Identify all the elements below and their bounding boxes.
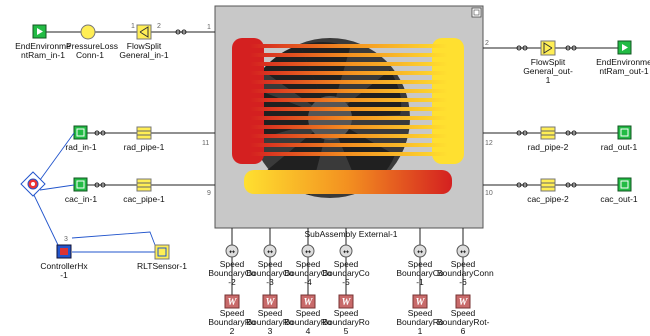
port-12-label: 12	[485, 140, 493, 147]
speed-boundary-conn-label: Speed BoundaryCo -3	[246, 259, 294, 287]
rot-symbol-icon: W	[266, 297, 276, 308]
speed-boundary-rot-label: Speed BoundaryRo 2	[208, 308, 256, 336]
flow-markers	[94, 29, 577, 188]
speed-boundary-conn-label: Speed BoundaryCo -4	[284, 259, 332, 287]
speed-boundary-rot-label: Speed BoundaryRot- 6	[437, 308, 490, 336]
speed-boundary-conn[interactable]: ↔	[225, 244, 239, 258]
flowsplit-out-label: FlowSplit General_out- 1	[523, 57, 573, 85]
radiator-tube	[250, 71, 448, 75]
speed-boundary-rot[interactable]: W	[455, 294, 471, 309]
rad-pipe-1-label: rad_pipe-1	[123, 142, 165, 152]
rlt-sensor[interactable]	[154, 244, 170, 260]
rlt-sensor-label: RLTSensor-1	[137, 261, 187, 271]
radiator-tube	[250, 143, 448, 147]
radiator-core	[232, 38, 464, 164]
speed-boundary-rot[interactable]: W	[338, 294, 354, 309]
radiator-tube	[250, 107, 448, 111]
radiator-tube	[250, 125, 448, 129]
signal-junction-icon[interactable]	[20, 171, 46, 197]
signal-lines	[32, 132, 156, 253]
speed-symbol-icon: ↔	[460, 248, 466, 256]
end-environment-in-label: EndEnvironme ntRam_in-1	[15, 41, 71, 60]
end-environment-in[interactable]	[32, 24, 47, 39]
port-9-label: 9	[207, 190, 211, 197]
cac-in-label: cac_in-1	[64, 194, 98, 204]
speed-boundary-conn-label: Speed BoundaryConn -6	[437, 259, 494, 287]
radiator-tube	[250, 152, 448, 156]
cac-pipe-1-label: cac_pipe-1	[123, 194, 165, 204]
controller-hx-label: ControllerHx -1	[40, 261, 88, 280]
rot-symbol-icon: W	[304, 297, 314, 308]
pressure-loss-label: PressureLoss Conn-1	[66, 41, 118, 60]
cac-out-label: cac_out-1	[600, 194, 638, 204]
speed-symbol-icon: ↔	[305, 248, 311, 256]
rot-symbol-icon: W	[228, 297, 238, 308]
speed-symbol-icon: ↔	[229, 248, 235, 256]
speed-boundary-rot[interactable]: W	[412, 294, 428, 309]
rad-pipe-2-label: rad_pipe-2	[527, 142, 569, 152]
speed-boundary-rot-label: Speed BoundaryRo 3	[246, 308, 294, 336]
port-2-label: 2	[485, 40, 489, 47]
port-10-label: 10	[485, 190, 493, 197]
speed-boundary-conn[interactable]: ↔	[263, 244, 277, 258]
rot-symbol-icon: W	[416, 297, 426, 308]
rad-in-label: rad_in-1	[65, 142, 97, 152]
end-environment-out[interactable]	[617, 40, 632, 55]
radiator-tube	[250, 98, 448, 102]
cac-pipe-2-label: cac_pipe-2	[527, 194, 569, 204]
rad-out-label: rad_out-1	[600, 142, 638, 152]
cac-core	[244, 170, 452, 194]
port-1-label: 1	[207, 24, 211, 31]
flowsplit-in-label: FlowSplit General_in-1	[119, 41, 169, 60]
speed-boundary-conn[interactable]: ↔	[301, 244, 315, 258]
speed-boundary-rot[interactable]: W	[262, 294, 278, 309]
subassembly-label: SubAssembly External-1	[304, 229, 398, 239]
pin-2-label: 2	[157, 23, 161, 30]
speed-boundary-rot-label: Speed BoundaryRo 5	[322, 308, 370, 336]
rad-in[interactable]	[73, 125, 88, 140]
cac-in[interactable]	[73, 177, 88, 192]
speed-boundary-conn-label: Speed BoundaryCo -2	[208, 259, 256, 287]
rad-out[interactable]	[617, 125, 632, 140]
speed-symbol-icon: ↔	[343, 248, 349, 256]
cac-out[interactable]	[617, 177, 632, 192]
end-environment-out-label: EndEnvironme ntRam_out-1	[596, 57, 650, 76]
radiator-tube	[250, 134, 448, 138]
cac-pipe-1[interactable]	[136, 178, 152, 192]
radiator-tube	[250, 80, 448, 84]
rad-pipe-1[interactable]	[136, 126, 152, 140]
radiator-tube	[250, 116, 448, 120]
flowsplit-in[interactable]	[136, 24, 152, 40]
port-11-label: 11	[202, 140, 210, 147]
pin-3-label: 3	[64, 236, 68, 243]
radiator-tube	[250, 44, 448, 48]
rot-symbol-icon: W	[459, 297, 469, 308]
radiator-tube	[250, 53, 448, 57]
pressure-loss-conn[interactable]	[80, 24, 96, 40]
pin-1-label: 1	[131, 23, 135, 30]
speed-boundary-rot[interactable]: W	[300, 294, 316, 309]
speed-boundary-rot[interactable]: W	[224, 294, 240, 309]
rot-symbol-icon: W	[342, 297, 352, 308]
speed-boundary-rot-label: Speed BoundaryRo 4	[284, 308, 332, 336]
speed-symbol-icon: ↔	[267, 248, 273, 256]
subassembly-corner-icon[interactable]	[471, 7, 482, 18]
flowsplit-out[interactable]	[540, 40, 556, 56]
speed-boundary-conn[interactable]: ↔	[339, 244, 353, 258]
radiator-tube	[250, 89, 448, 93]
speed-boundary-conn-label: Speed BoundaryCo -5	[322, 259, 370, 287]
speed-boundary-conn[interactable]: ↔	[413, 244, 427, 258]
controller-hx[interactable]	[56, 244, 72, 259]
speed-boundary-conn[interactable]: ↔	[456, 244, 470, 258]
rad-pipe-2[interactable]	[540, 126, 556, 140]
speed-boundary-rot-label: Speed BoundaryRo 1	[396, 308, 444, 336]
cac-pipe-2[interactable]	[540, 178, 556, 192]
radiator-tube	[250, 62, 448, 66]
speed-symbol-icon: ↔	[417, 248, 423, 256]
speed-boundary-conn-label: Speed BoundaryCo -1	[396, 259, 444, 287]
